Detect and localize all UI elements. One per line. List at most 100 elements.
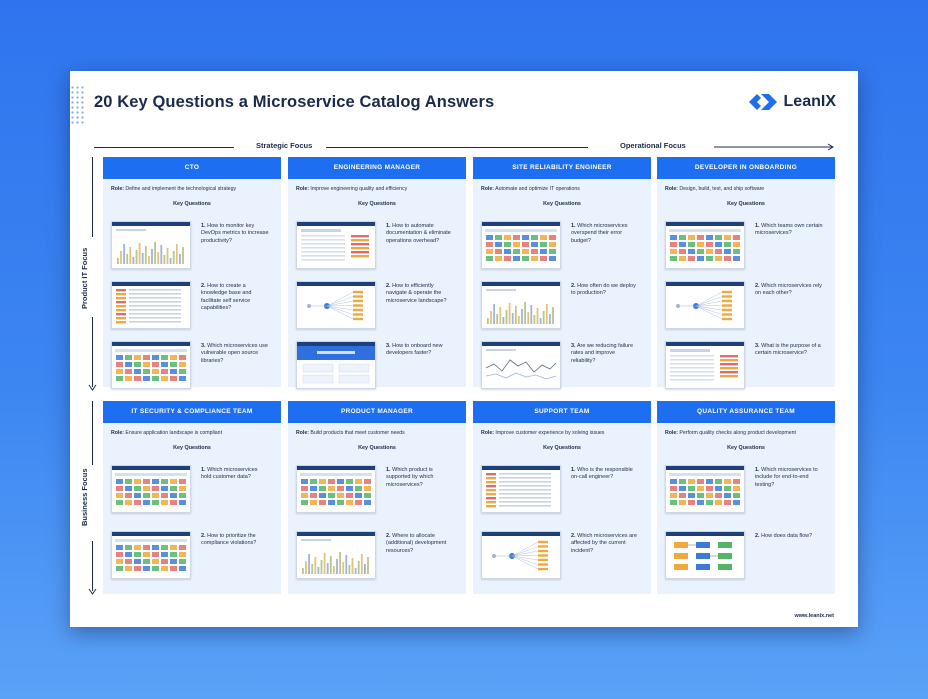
question-number: 2. xyxy=(386,283,391,289)
question-screenshot[interactable] xyxy=(111,221,191,269)
question-item: 2. Which microservices are affected by t… xyxy=(481,531,649,579)
question-text: 3. Which microservices use vulnerable op… xyxy=(201,343,269,365)
question-number: 3. xyxy=(571,343,576,349)
question-screenshot[interactable] xyxy=(665,341,745,389)
question-text: 2. Which microservices rely on each othe… xyxy=(755,283,823,298)
question-screenshot[interactable] xyxy=(481,281,561,329)
brand-logo[interactable]: LeanIX xyxy=(748,93,836,111)
question-body: How to prioritize the compliance violati… xyxy=(201,533,257,547)
screenshot-graphic xyxy=(300,473,372,505)
question-screenshot[interactable] xyxy=(296,465,376,513)
question-body: How to automate documentation & eliminat… xyxy=(386,223,451,244)
question-number: 1. xyxy=(201,223,206,229)
question-body: Where to allocate (additional) developme… xyxy=(386,533,447,554)
poster: 20 Key Questions a Microservice Catalog … xyxy=(70,71,858,627)
strategic-focus-label: Strategic Focus xyxy=(256,141,313,150)
screenshot-topbar xyxy=(297,532,375,536)
role-text: Improve engineering quality and efficien… xyxy=(308,186,408,192)
screenshot-topbar xyxy=(112,466,190,470)
question-item: 1. Which product is supported by which m… xyxy=(296,465,464,513)
dot-pattern xyxy=(70,85,84,125)
role-description: Role: Define and implement the technolog… xyxy=(103,179,281,192)
operational-axis-arrow xyxy=(714,143,834,151)
screenshot-topbar xyxy=(112,342,190,346)
card-title: SUPPORT TEAM xyxy=(473,401,651,423)
role-text: Build products that meet customer needs xyxy=(308,430,405,436)
business-axis-arrow-icon xyxy=(88,588,97,595)
question-item: 3. What is the purpose of a certain micr… xyxy=(665,341,833,389)
screenshot-graphic xyxy=(676,290,732,321)
question-text: 3. What is the purpose of a certain micr… xyxy=(755,343,823,358)
screenshot-graphic xyxy=(669,473,741,505)
footer-url[interactable]: www.leanix.net xyxy=(794,613,834,619)
card-title: CTO xyxy=(103,157,281,179)
question-body: Which microservices hold customer data? xyxy=(201,467,258,481)
question-screenshot[interactable] xyxy=(296,341,376,389)
role-label: Role: xyxy=(111,430,124,436)
screenshot-graphic xyxy=(674,542,732,570)
role-label: Role: xyxy=(296,186,309,192)
role-description: Role: Build products that meet customer … xyxy=(288,423,466,436)
role-description: Role: Automate and optimize IT operation… xyxy=(473,179,651,192)
question-screenshot[interactable] xyxy=(296,531,376,579)
question-screenshot[interactable] xyxy=(296,221,376,269)
screenshot-topbar xyxy=(482,282,560,286)
question-screenshot[interactable] xyxy=(665,531,745,579)
question-screenshot[interactable] xyxy=(665,465,745,513)
screenshot-graphic xyxy=(115,473,187,505)
question-screenshot[interactable] xyxy=(111,465,191,513)
card-title: PRODUCT MANAGER xyxy=(288,401,466,423)
question-body: What is the purpose of a certain microse… xyxy=(755,343,821,357)
card-title: QUALITY ASSURANCE TEAM xyxy=(657,401,835,423)
key-questions-heading: Key Questions xyxy=(358,445,396,451)
question-number: 1. xyxy=(755,223,760,229)
role-text: Design, build, test, and ship software xyxy=(677,186,765,192)
question-screenshot[interactable] xyxy=(481,465,561,513)
question-number: 1. xyxy=(571,223,576,229)
question-number: 2. xyxy=(386,533,391,539)
question-body: Which product is supported by which micr… xyxy=(386,467,434,488)
screenshot-graphic xyxy=(307,290,363,321)
question-screenshot[interactable] xyxy=(111,341,191,389)
question-item: 2. Where to allocate (additional) develo… xyxy=(296,531,464,579)
question-text: 2. Where to allocate (additional) develo… xyxy=(386,533,454,555)
question-number: 1. xyxy=(201,467,206,473)
question-screenshot[interactable] xyxy=(111,531,191,579)
question-body: Which microservices use vulnerable open … xyxy=(201,343,268,364)
question-screenshot[interactable] xyxy=(665,281,745,329)
question-screenshot[interactable] xyxy=(481,341,561,389)
question-screenshot[interactable] xyxy=(665,221,745,269)
question-item: 1. Who is the responsible on-call engine… xyxy=(481,465,649,513)
question-item: 2. Which microservices rely on each othe… xyxy=(665,281,833,329)
question-number: 3. xyxy=(755,343,760,349)
question-body: Which microservices overspend their erro… xyxy=(571,223,628,244)
screenshot-graphic xyxy=(669,229,741,261)
question-number: 3. xyxy=(201,343,206,349)
strategic-axis-left xyxy=(94,142,234,152)
question-body: Are we reducing failure rates and improv… xyxy=(571,343,634,364)
question-body: Which microservices to include for end-t… xyxy=(755,467,818,488)
question-item: 1. Which teams own certain microservices… xyxy=(665,221,833,269)
question-number: 2. xyxy=(201,283,206,289)
screenshot-topbar xyxy=(482,466,560,470)
question-screenshot[interactable] xyxy=(481,531,561,579)
question-text: 2. How to efficiently navigate & operate… xyxy=(386,283,454,305)
question-item: 2. How does data flow? xyxy=(665,531,833,579)
screenshot-topbar xyxy=(297,282,375,286)
question-screenshot[interactable] xyxy=(481,221,561,269)
role-text: Define and implement the technological s… xyxy=(123,186,237,192)
question-item: 1. How to automate documentation & elimi… xyxy=(296,221,464,269)
question-text: 1. Which microservices to include for en… xyxy=(755,467,823,489)
question-text: 1. Which microservices hold customer dat… xyxy=(201,467,269,482)
question-screenshot[interactable] xyxy=(111,281,191,329)
question-text: 3. Are we reducing failure rates and imp… xyxy=(571,343,639,365)
screenshot-graphic xyxy=(492,540,548,571)
screenshot-topbar xyxy=(297,222,375,226)
question-screenshot[interactable] xyxy=(296,281,376,329)
operational-focus-label: Operational Focus xyxy=(620,141,686,150)
